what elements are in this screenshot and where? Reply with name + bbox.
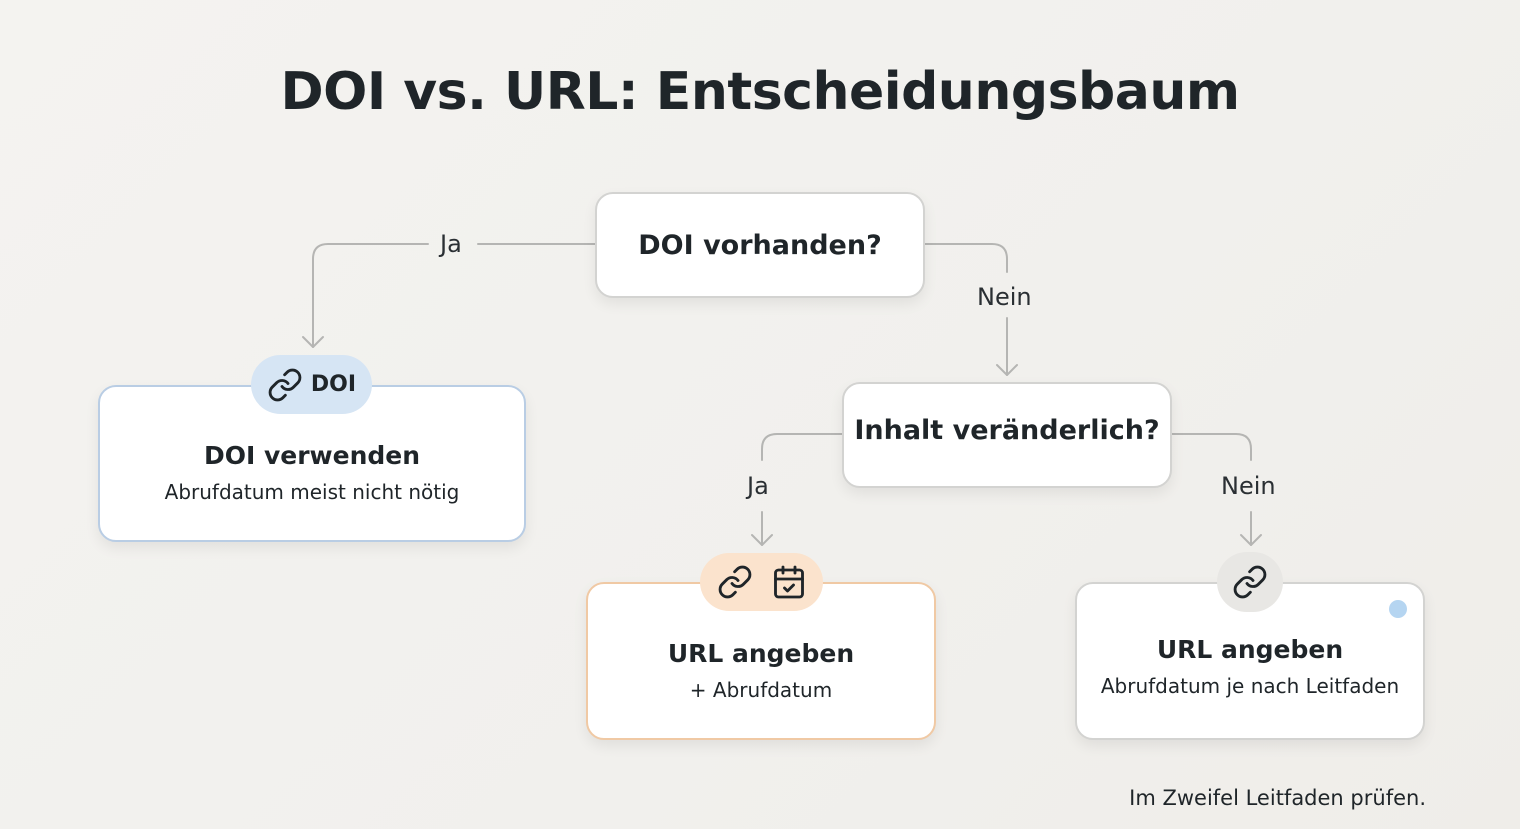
card-title: URL angeben <box>1156 634 1344 664</box>
link-icon <box>1233 565 1267 599</box>
decision-node-doi-available: DOI vorhanden? <box>595 192 925 298</box>
edge-label-q1-no: Nein <box>977 283 1032 311</box>
link-icon <box>718 565 751 599</box>
decision-label: DOI vorhanden? <box>638 229 882 261</box>
url-date-badge <box>700 553 823 611</box>
doi-badge: DOI <box>251 355 372 414</box>
card-subtitle: Abrufdatum je nach Leitfaden <box>1100 673 1400 698</box>
card-title: DOI verwenden <box>203 441 421 470</box>
badge-label: DOI <box>310 372 357 397</box>
decision-label: Inhalt veränderlich? <box>854 414 1160 446</box>
card-subtitle: + Abrufdatum <box>689 677 833 702</box>
calendar-check-icon <box>773 565 804 599</box>
decision-node-content-changeable: Inhalt veränderlich? <box>842 382 1172 488</box>
footnote: Im Zweifel Leitfaden prüfen. <box>1129 786 1426 810</box>
card-subtitle: Abrufdatum meist nicht nötig <box>164 480 460 504</box>
edge-label-q2-yes: Ja <box>747 472 769 500</box>
edge-label-q2-no: Nein <box>1221 472 1276 500</box>
info-dot <box>1389 600 1407 618</box>
link-icon <box>268 368 302 401</box>
edge-label-q1-yes: Ja <box>440 230 462 258</box>
page-title: DOI vs. URL: Entscheidungsbaum <box>280 62 1240 122</box>
card-title: URL angeben <box>667 638 855 668</box>
url-badge <box>1217 552 1283 612</box>
